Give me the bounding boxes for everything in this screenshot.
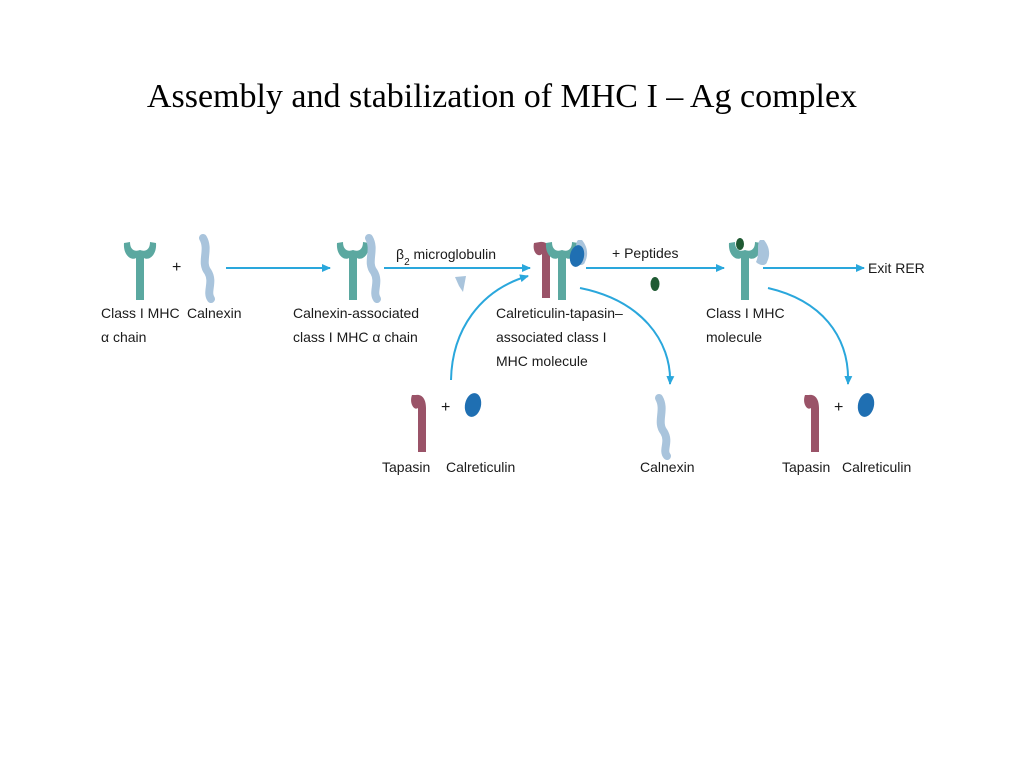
peptide-shape — [650, 277, 660, 291]
tapasin-right-label: Tapasin — [782, 459, 830, 475]
plus-peptides-label: + Peptides — [612, 245, 679, 261]
calreticulin-right-label: Calreticulin — [842, 459, 911, 475]
mhc-alpha-chain-shape — [123, 242, 157, 300]
class-i-mhc-alpha-label-line2: α chain — [101, 329, 146, 345]
tapasin-left-shape — [411, 394, 426, 452]
calnexin-released-label: Calnexin — [640, 459, 694, 475]
class-i-mhc-molecule-shape — [728, 238, 770, 300]
exit-rer-label: Exit RER — [868, 260, 925, 276]
calreticulin-tapasin-label-line1: Calreticulin-tapasin– — [496, 305, 623, 321]
curved-arrow-tapasin-calreticulin-release — [767, 287, 853, 385]
calnexin-shape — [199, 234, 215, 303]
plus-sign: + — [172, 259, 181, 276]
peptide-loading-complex-shape — [533, 240, 588, 300]
calreticulin-right-shape — [857, 393, 875, 417]
calreticulin-tapasin-label-line3: MHC molecule — [496, 353, 588, 369]
tapasin-left-label: Tapasin — [382, 459, 430, 475]
b2-microglobulin-label: β2 microglobulin — [396, 246, 496, 268]
calnexin-released-shape — [655, 394, 671, 460]
plus-sign-left: + — [441, 399, 450, 416]
calreticulin-left-label: Calreticulin — [446, 459, 515, 475]
tapasin-right-shape — [804, 394, 819, 452]
plus-sign-right: + — [834, 399, 843, 416]
curved-arrow-calnexin-release — [579, 287, 675, 385]
b2-microglobulin-shape — [455, 276, 466, 292]
calnexin-associated-label-line1: Calnexin-associated — [293, 305, 419, 321]
slide-title: Assembly and stabilization of MHC I – Ag… — [146, 78, 858, 115]
calnexin-associated-complex-shape — [336, 234, 381, 303]
class-i-mhc-alpha-label-line1: Class I MHC — [101, 305, 180, 321]
class-i-mhc-molecule-label-line1: Class I MHC — [706, 305, 785, 321]
calreticulin-tapasin-label-line2: associated class I — [496, 329, 607, 345]
class-i-mhc-molecule-label-line2: molecule — [706, 329, 762, 345]
calnexin-label: Calnexin — [187, 305, 241, 321]
curved-arrow-tapasin-calreticulin-join — [450, 274, 529, 381]
calreticulin-left-shape — [464, 393, 482, 417]
calnexin-associated-label-line2: class I MHC α chain — [293, 329, 418, 345]
